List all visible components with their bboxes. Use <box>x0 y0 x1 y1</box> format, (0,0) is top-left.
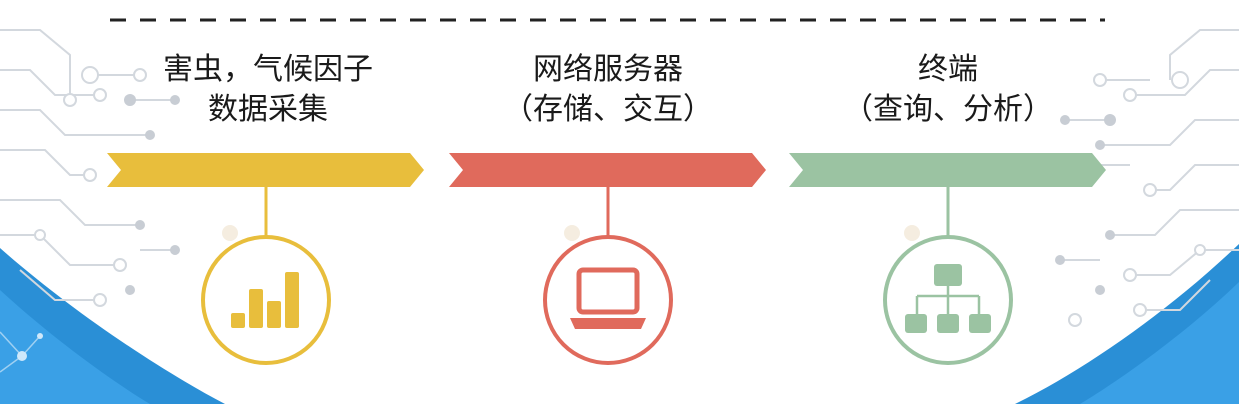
right-circuit-dots <box>1055 114 1116 295</box>
stage-2-title-line2: （存储、交互） <box>503 92 713 127</box>
stage-3 <box>789 153 1106 365</box>
left-circuit-dots <box>124 94 180 295</box>
stage-1-title-line1: 害虫，气候因子 <box>163 52 373 87</box>
stage-3-title-line2: （查询、分析） <box>843 92 1053 127</box>
right-blue-band-inner <box>1080 282 1239 404</box>
stage-2-circle <box>543 235 673 365</box>
stage-3-arrow <box>789 153 1106 187</box>
stage-2 <box>449 153 766 365</box>
stage-3-title: 终端 （查询、分析） <box>788 50 1108 130</box>
stage-1-deco-dot <box>222 225 238 241</box>
stage-2-arrow <box>449 153 766 187</box>
stage-2-title-line1: 网络服务器 <box>533 52 683 87</box>
stage-1 <box>107 153 424 365</box>
stage-3-title-line1: 终端 <box>918 52 978 87</box>
stage-3-deco-dot <box>904 225 920 241</box>
left-circuit-nodes <box>34 66 147 307</box>
right-circuit-traces <box>1060 29 1239 311</box>
stage-1-arrow <box>107 153 424 187</box>
stage-1-circle <box>201 235 331 365</box>
right-circuit-nodes <box>1068 71 1206 327</box>
laptop-icon <box>570 267 646 329</box>
left-bottom-network-nodes <box>17 333 43 361</box>
bar-chart-icon <box>231 272 299 328</box>
stage-1-title-line2: 数据采集 <box>208 92 328 127</box>
stage-1-title: 害虫，气候因子 数据采集 <box>108 50 428 130</box>
stage-2-deco-dot <box>564 225 580 241</box>
left-blue-band-inner <box>0 290 150 404</box>
background-decoration <box>0 29 1239 404</box>
hierarchy-icon <box>905 264 991 333</box>
stage-2-title: 网络服务器 （存储、交互） <box>448 50 768 130</box>
